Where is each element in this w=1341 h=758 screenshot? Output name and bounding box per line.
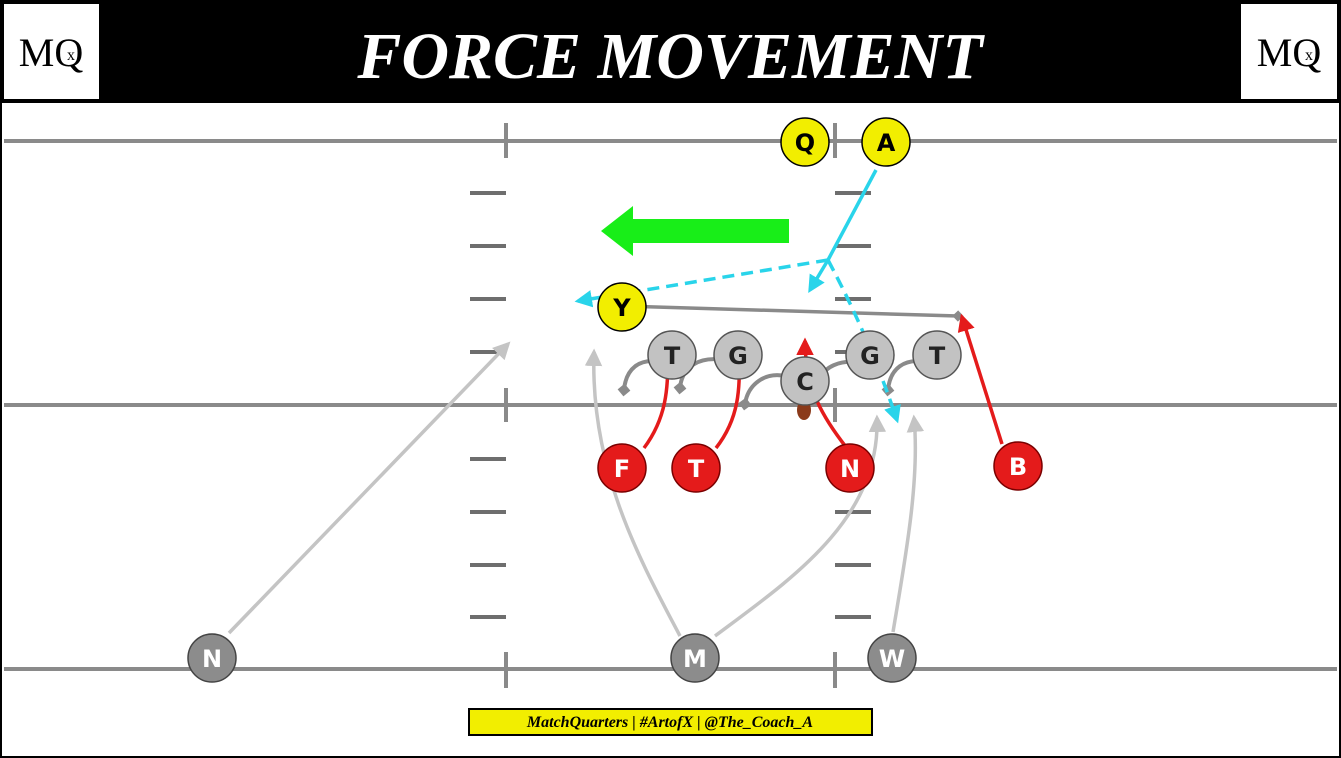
logo-left: MQ xyxy=(19,30,84,75)
header-bar xyxy=(0,0,1341,103)
svg-text:A: A xyxy=(877,129,896,157)
svg-text:F: F xyxy=(614,455,630,483)
footer-credit: MatchQuarters | #ArtofX | @The_Coach_A xyxy=(526,714,814,731)
drop-route-w xyxy=(891,414,925,633)
drop-route-m-right xyxy=(713,414,887,638)
player-t[interactable]: T xyxy=(671,443,721,493)
svg-text:G: G xyxy=(728,342,748,370)
footer-credit-box xyxy=(468,708,873,736)
player-m[interactable]: M xyxy=(670,633,720,683)
svg-text:G: G xyxy=(860,342,880,370)
svg-text:Y: Y xyxy=(612,294,631,322)
player-right-guard[interactable]: G xyxy=(845,330,895,380)
player-w[interactable]: W xyxy=(867,633,917,683)
logo-right: MQ xyxy=(1257,30,1322,75)
player-b[interactable]: B xyxy=(993,441,1043,491)
player-center[interactable]: C xyxy=(780,356,830,406)
logo-right-box xyxy=(1241,4,1337,99)
player-a[interactable]: A xyxy=(861,117,911,167)
y-block xyxy=(621,304,964,322)
player-left-tackle[interactable]: T xyxy=(647,330,697,380)
player-f[interactable]: F xyxy=(597,443,647,493)
logo-right-mark: x xyxy=(1305,47,1313,64)
svg-text:W: W xyxy=(879,645,905,673)
route-a-check xyxy=(808,259,830,294)
drop-route-m-left xyxy=(584,348,682,637)
svg-text:Q: Q xyxy=(795,129,815,157)
svg-text:B: B xyxy=(1009,453,1027,481)
rush-route-b xyxy=(957,313,1004,445)
player-n-backer[interactable]: N xyxy=(187,633,237,683)
svg-text:N: N xyxy=(202,645,222,673)
logo-left-mark: x xyxy=(67,47,75,64)
svg-text:T: T xyxy=(664,342,681,370)
linebacker-drops xyxy=(227,341,925,638)
svg-text:C: C xyxy=(796,368,814,396)
route-a-seam xyxy=(826,259,901,424)
player-n-front[interactable]: N xyxy=(825,443,875,493)
player-q[interactable]: Q xyxy=(780,117,830,167)
player-right-tackle[interactable]: T xyxy=(912,330,962,380)
player-y[interactable]: Y xyxy=(597,282,647,332)
left-arrow-icon xyxy=(601,206,789,256)
svg-text:T: T xyxy=(929,342,946,370)
route-a-stem xyxy=(826,169,878,261)
page-title: FORCE MOVEMENT xyxy=(356,20,985,93)
logo-left-box xyxy=(4,4,99,99)
svg-text:M: M xyxy=(683,645,707,673)
drop-route-n xyxy=(227,341,511,635)
svg-text:T: T xyxy=(688,455,705,483)
svg-text:N: N xyxy=(840,455,860,483)
player-left-guard[interactable]: G xyxy=(713,330,763,380)
